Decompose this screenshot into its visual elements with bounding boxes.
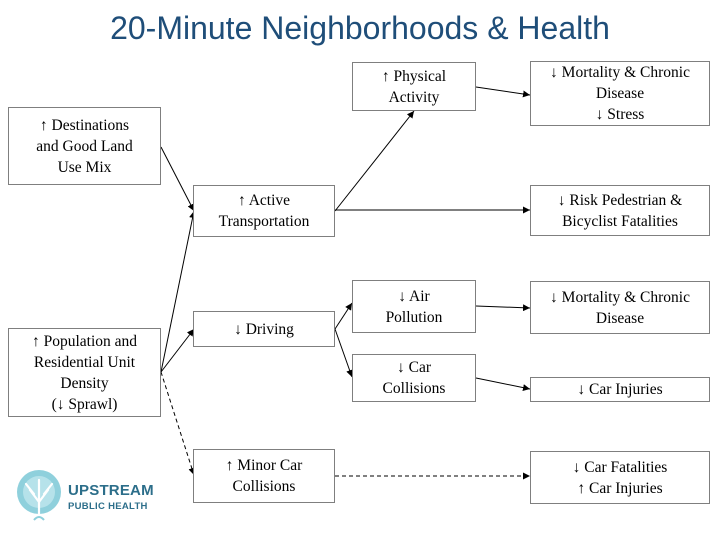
edge-driving-to-collisions <box>334 328 353 378</box>
node-destinations-label: ↑ Destinations and Good Land Use Mix <box>36 116 133 176</box>
page-title: 20-Minute Neighborhoods & Health <box>110 10 610 46</box>
edge-air-to-mortality <box>475 304 531 312</box>
node-car-fatalities-injuries-label: ↓ Car Fatalities ↑ Car Injuries <box>572 458 668 497</box>
node-mortality-chronic-stress: ↓ Mortality & Chronic Disease ↓ Stress <box>530 61 710 126</box>
node-mortality-chronic-label: ↓ Mortality & Chronic Disease <box>550 288 690 327</box>
node-driving: ↓ Driving <box>193 311 335 347</box>
edge-collisions-to-injuries <box>475 377 531 392</box>
node-risk-pedestrian: ↓ Risk Pedestrian & Bicyclist Fatalities <box>530 185 710 236</box>
node-air-pollution: ↓ Air Pollution <box>352 280 476 333</box>
node-risk-pedestrian-label: ↓ Risk Pedestrian & Bicyclist Fatalities <box>557 191 683 230</box>
node-physical-activity: ↑ Physical Activity <box>352 62 476 111</box>
node-minor-car-collisions-label: ↑ Minor Car Collisions <box>225 457 303 495</box>
node-air-pollution-label: ↓ Air Pollution <box>385 287 443 326</box>
edge-population-to-driving <box>160 328 195 373</box>
edge-destinations-to-active <box>160 146 195 212</box>
node-destinations: ↑ Destinations and Good Land Use Mix <box>8 107 161 185</box>
edge-active-to-physical <box>334 110 415 212</box>
node-car-collisions-label: ↓ Car Collisions <box>382 359 446 397</box>
node-active-transportation: ↑ Active Transportation <box>193 185 335 237</box>
edge-population-to-minor <box>160 371 196 476</box>
edge-physical-to-mortality <box>475 86 531 98</box>
upstream-logo: UPSTREAM PUBLIC HEALTH <box>14 468 174 524</box>
node-car-fatalities-injuries: ↓ Car Fatalities ↑ Car Injuries <box>530 451 710 504</box>
node-car-injuries: ↓ Car Injuries <box>530 377 710 402</box>
logo-line1: UPSTREAM <box>68 482 154 499</box>
edge-driving-to-air <box>334 302 353 330</box>
node-driving-label: ↓ Driving <box>234 320 294 338</box>
node-physical-activity-label: ↑ Physical Activity <box>381 67 447 106</box>
node-active-transportation-label: ↑ Active Transportation <box>218 192 310 230</box>
logo-line2: PUBLIC HEALTH <box>68 501 148 512</box>
node-car-collisions: ↓ Car Collisions <box>352 354 476 402</box>
node-population-density-label: ↑ Population and Residential Unit Densit… <box>31 332 138 413</box>
node-mortality-chronic: ↓ Mortality & Chronic Disease <box>530 281 710 334</box>
tree-logo-icon <box>17 470 61 522</box>
node-car-injuries-label: ↓ Car Injuries <box>577 381 663 398</box>
node-population-density: ↑ Population and Residential Unit Densit… <box>8 328 161 417</box>
node-mortality-chronic-stress-label: ↓ Mortality & Chronic Disease ↓ Stress <box>550 64 690 123</box>
edge-population-to-active <box>160 210 197 373</box>
node-minor-car-collisions: ↑ Minor Car Collisions <box>193 449 335 503</box>
